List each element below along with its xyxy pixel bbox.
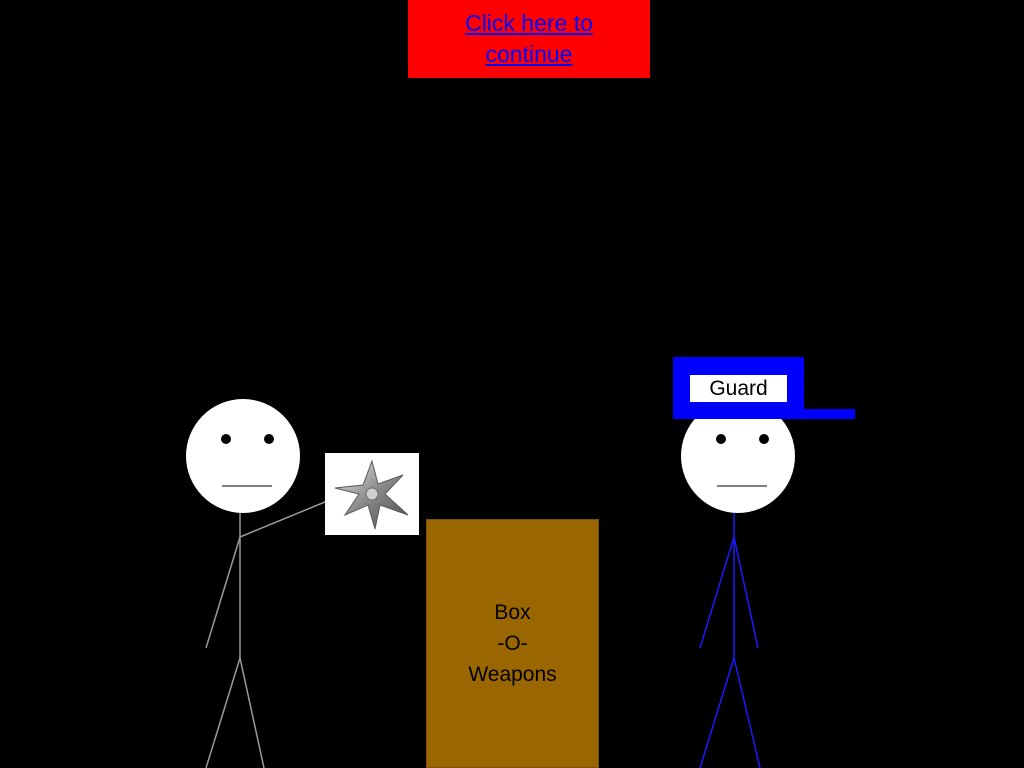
shuriken-icon — [334, 459, 409, 530]
held-item-card[interactable] — [325, 453, 419, 535]
guard-left-arm — [699, 536, 735, 649]
guard-character[interactable] — [681, 399, 795, 768]
guard-badge: Guard — [690, 375, 787, 402]
guard-cap-brim — [800, 409, 855, 419]
weapons-box[interactable]: Box -O- Weapons — [426, 519, 599, 768]
continue-banner[interactable]: Click here to continue — [408, 0, 650, 78]
player-right-eye — [264, 434, 274, 444]
guard-right-arm — [733, 536, 759, 649]
guard-right-eye — [759, 434, 769, 444]
player-arm-lowered — [205, 536, 241, 649]
guard-head — [681, 399, 795, 513]
guard-left-eye — [716, 434, 726, 444]
weapons-box-label: Box -O- Weapons — [468, 601, 557, 686]
player-character[interactable] — [186, 399, 355, 768]
player-right-leg — [239, 657, 265, 768]
player-head — [186, 399, 300, 513]
player-left-leg — [205, 657, 241, 768]
continue-link[interactable]: Click here to continue — [465, 10, 593, 67]
player-left-eye — [221, 434, 231, 444]
guard-right-leg — [733, 657, 761, 768]
guard-left-leg — [699, 657, 735, 768]
